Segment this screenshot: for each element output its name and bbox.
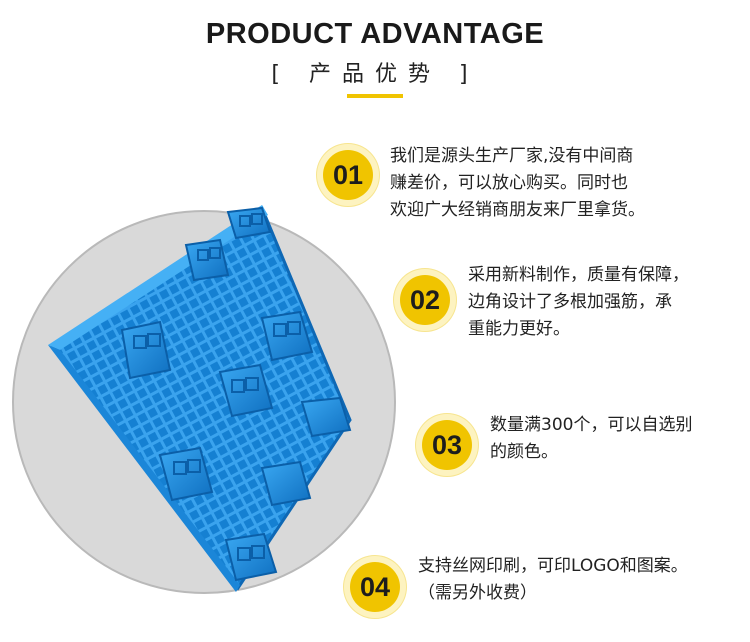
title-underline bbox=[347, 94, 403, 98]
advantage-03-line-1: 数量满300个，可以自选别 bbox=[490, 415, 693, 435]
advantage-04-text: 支持丝网印刷，可印LOGO和图案。 （需另外收费） bbox=[418, 553, 688, 607]
advantage-02-line-2: 边角设计了多根加强筋，承 bbox=[468, 292, 672, 312]
advantage-02-line-1: 采用新料制作，质量有保障， bbox=[468, 265, 689, 285]
advantage-04-line-2: （需另外收费） bbox=[418, 583, 537, 603]
page-title: PRODUCT ADVANTAGE bbox=[205, 18, 545, 50]
advantage-03-text: 数量满300个，可以自选别 的颜色。 bbox=[490, 412, 692, 466]
advantage-02-text: 采用新料制作，质量有保障， 边角设计了多根加强筋，承 重能力更好。 bbox=[468, 262, 689, 343]
advantage-04-badge: 04 bbox=[350, 562, 400, 612]
advantage-04-line-1: 支持丝网印刷，可印LOGO和图案。 bbox=[418, 556, 688, 576]
advantage-03-line-2: 的颜色。 bbox=[490, 442, 558, 462]
advantage-01-text: 我们是源头生产厂家,没有中间商 赚差价，可以放心购买。同时也 欢迎广大经销商朋友… bbox=[390, 143, 645, 224]
advantage-01-line-2: 赚差价，可以放心购买。同时也 bbox=[390, 173, 628, 193]
advantage-03-badge: 03 bbox=[422, 420, 472, 470]
advantage-02-line-3: 重能力更好。 bbox=[468, 319, 570, 339]
advantage-01-badge: 01 bbox=[323, 150, 373, 200]
advantage-02-badge: 02 bbox=[400, 275, 450, 325]
page-subtitle: [ 产品优势 ] bbox=[271, 62, 479, 87]
advantage-01-line-3: 欢迎广大经销商朋友来厂里拿货。 bbox=[390, 200, 645, 220]
advantage-01-line-1: 我们是源头生产厂家,没有中间商 bbox=[390, 146, 634, 166]
plastic-pallet-icon bbox=[48, 205, 352, 592]
